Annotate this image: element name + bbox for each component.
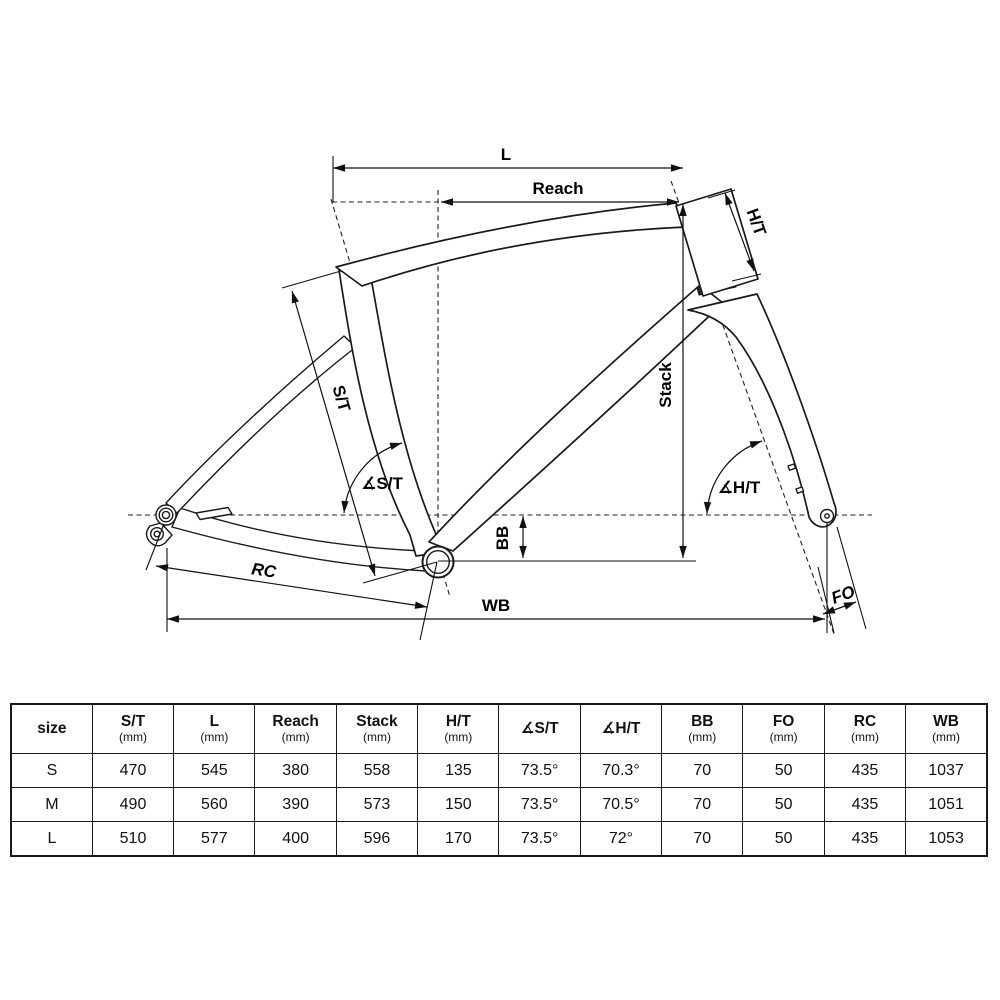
cell-value: 70.5° [579, 787, 663, 822]
cell-value: 510 [91, 821, 175, 857]
cell-value: 70 [661, 821, 744, 857]
dim-wheelbase: WB [166, 523, 828, 633]
cell-value: 50 [742, 787, 825, 822]
col-header-wheelbase: WB(mm) [905, 703, 988, 754]
frame-geometry-diagram: L Reach H/T Stack S/T ∡S/T [128, 145, 872, 641]
cell-size: M [10, 787, 93, 822]
cell-value: 73.5° [498, 821, 581, 857]
cell-value: 400 [254, 821, 337, 857]
cell-value: 390 [254, 787, 337, 822]
label-top-tube-length: L [501, 145, 511, 164]
col-header-size: size [10, 703, 93, 754]
cell-value: 72° [579, 821, 663, 857]
cell-value: 50 [742, 821, 825, 857]
cell-value: 135 [417, 753, 500, 788]
col-header-reach: Reach(mm) [254, 703, 337, 754]
cell-value: 596 [335, 821, 419, 857]
dim-reach: Reach [441, 179, 679, 206]
cell-value: 435 [823, 753, 907, 788]
cell-value: 560 [173, 787, 256, 822]
dim-bb-drop: BB [438, 516, 696, 562]
cell-size: L [10, 821, 93, 857]
col-header-stack: Stack(mm) [335, 703, 419, 754]
cell-value: 470 [91, 753, 175, 788]
col-header-seat-tube: S/T(mm) [91, 703, 175, 754]
label-rear-center: RC [250, 559, 278, 581]
dim-top-tube-length: L [332, 145, 683, 202]
cell-value: 435 [823, 821, 907, 857]
table-row-size-s: S 470 545 380 558 135 73.5° 70.3° 70 50 … [10, 753, 988, 788]
cell-value: 1051 [905, 787, 988, 822]
cell-size: S [10, 753, 93, 788]
cell-value: 73.5° [498, 753, 581, 788]
cell-value: 577 [173, 821, 256, 857]
col-header-rear-center: RC(mm) [823, 703, 907, 754]
label-reach: Reach [532, 179, 583, 198]
geometry-table: size S/T(mm) L(mm) Reach(mm) Stack(mm) H… [10, 703, 988, 857]
cell-value: 558 [335, 753, 419, 788]
col-header-bb-drop: BB(mm) [661, 703, 744, 754]
label-head-tube: H/T [743, 206, 770, 239]
col-header-head-angle: ∡H/T [579, 703, 663, 754]
table-row-size-m: M 490 560 390 573 150 73.5° 70.5° 70 50 … [10, 787, 988, 822]
col-header-fork-offset: FO(mm) [742, 703, 825, 754]
cell-value: 73.5° [498, 787, 581, 822]
cell-value: 70 [661, 753, 744, 788]
label-head-tube-angle: ∡H/T [718, 478, 761, 497]
table-row-size-l: L 510 577 400 596 170 73.5° 72° 70 50 43… [10, 821, 988, 857]
cell-value: 50 [742, 753, 825, 788]
label-seat-tube-angle: ∡S/T [361, 474, 403, 493]
cell-value: 70.3° [579, 753, 663, 788]
cell-value: 545 [173, 753, 256, 788]
cell-value: 170 [417, 821, 500, 857]
label-wheelbase: WB [482, 596, 510, 615]
col-header-head-tube: H/T(mm) [417, 703, 500, 754]
label-stack: Stack [656, 362, 675, 408]
col-header-top-tube: L(mm) [173, 703, 256, 754]
dim-seat-tube-angle: ∡S/T [341, 442, 403, 514]
cell-value: 1053 [905, 821, 988, 857]
cell-value: 380 [254, 753, 337, 788]
dim-rear-center: RC [145, 523, 438, 641]
dim-fork-offset: FO [817, 526, 867, 634]
label-bb-drop: BB [493, 526, 512, 551]
cell-value: 573 [335, 787, 419, 822]
bike-frame-outline [145, 188, 837, 579]
cell-value: 490 [91, 787, 175, 822]
cell-value: 70 [661, 787, 744, 822]
cell-value: 435 [823, 787, 907, 822]
cell-value: 150 [417, 787, 500, 822]
dim-stack: Stack [656, 204, 687, 558]
dim-head-tube-angle: ∡H/T [703, 440, 763, 515]
cell-value: 1037 [905, 753, 988, 788]
col-header-seat-angle: ∡S/T [498, 703, 581, 754]
label-seat-tube: S/T [329, 383, 355, 414]
geometry-table-header: size S/T(mm) L(mm) Reach(mm) Stack(mm) H… [10, 703, 988, 754]
